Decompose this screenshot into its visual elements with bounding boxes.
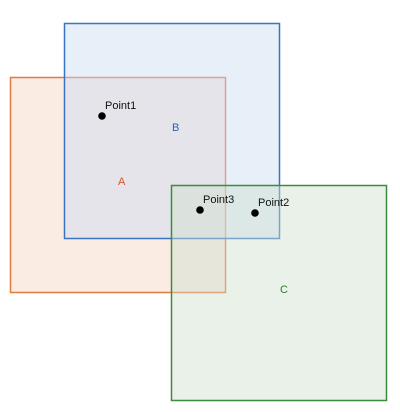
region-c — [170, 184, 388, 402]
point-3-label: Point3 — [203, 194, 234, 206]
region-c-label: C — [280, 284, 288, 296]
point-1-label: Point1 — [105, 100, 136, 112]
point-1-marker — [98, 112, 106, 120]
point-2-marker — [251, 209, 259, 217]
region-b-label: B — [172, 122, 179, 134]
point-3-marker — [196, 206, 204, 214]
region-a-label: A — [118, 176, 126, 188]
point-2-label: Point2 — [258, 197, 289, 209]
